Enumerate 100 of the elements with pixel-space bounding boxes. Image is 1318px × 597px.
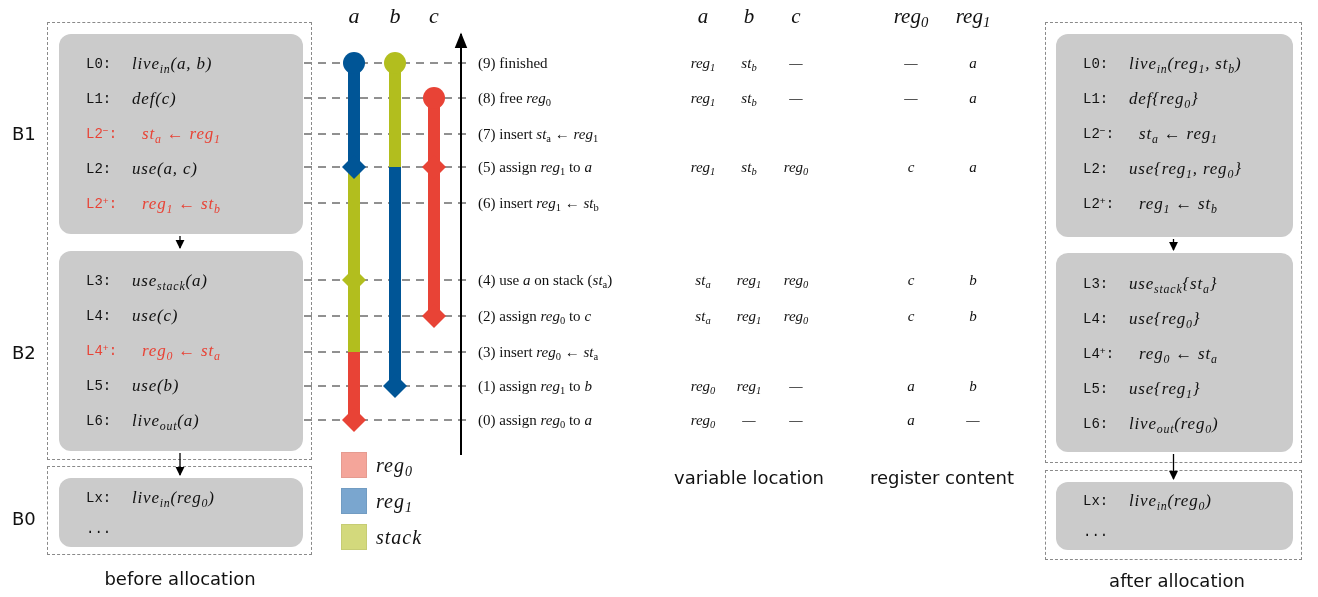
table-cell: st$_{a}$ [695, 307, 711, 325]
table-cell: a [907, 411, 915, 429]
table-cell: — [789, 54, 803, 72]
event-label: (9) finished [478, 54, 548, 72]
table-cell: reg$_{0}$ [690, 411, 716, 429]
table-cell: reg$_{1}$ [736, 377, 762, 395]
code-expression: def(c) [132, 88, 177, 109]
code-expression: live$_{in}$(reg$_{0}$) [1129, 490, 1212, 511]
table-cell: reg$_{0}$ [783, 158, 809, 176]
line-label: L4: [86, 307, 112, 324]
code-expression: live$_{out}$(reg$_{0}$) [1129, 413, 1219, 434]
code-expression: use$_{stack}${st$_{a}$} [1129, 273, 1218, 294]
column-header: b [389, 3, 401, 29]
table-cell: reg$_{1}$ [736, 271, 762, 289]
code-expression: reg$_{1}$ ← st$_{b}$ [1139, 193, 1218, 214]
table-cell: reg$_{1}$ [736, 307, 762, 325]
line-label: L2$^{−}$: [1083, 125, 1115, 142]
code-expression: def{reg$_{0}$} [1129, 88, 1199, 109]
code-block [59, 251, 303, 451]
table-cell: — [904, 54, 918, 72]
table-cell: a [969, 158, 977, 176]
table-cell: b [969, 307, 977, 325]
line-label: L4$^{+}$: [1083, 345, 1115, 362]
dashed-group-frame [47, 466, 312, 555]
block-label: B1 [12, 122, 36, 144]
line-label: ... [86, 520, 112, 537]
code-expression: use{reg$_{1}$} [1129, 378, 1201, 399]
table-cell: — [742, 411, 756, 429]
table-cell: — [789, 411, 803, 429]
line-label: L5: [1083, 380, 1109, 397]
table-cell: reg$_{1}$ [690, 54, 716, 72]
line-label: L4$^{+}$: [86, 342, 118, 359]
line-label: L5: [86, 377, 112, 394]
code-expression: live$_{in}$(a, b) [132, 53, 213, 74]
line-label: L2: [86, 160, 112, 177]
arrow [1168, 453, 1179, 480]
code-expression: use{reg$_{1}$, reg$_{0}$} [1129, 158, 1242, 179]
event-label: (7) insert st$_{a}$ ← reg$_{1}$ [478, 125, 599, 143]
column-header: c [791, 3, 801, 29]
code-expression: live$_{in}$(reg$_{0}$) [132, 487, 215, 508]
table-cell: reg$_{0}$ [783, 307, 809, 325]
line-label: L2$^{+}$: [1083, 195, 1115, 212]
code-expression: live$_{out}$(a) [132, 410, 200, 431]
panel-caption: after allocation [1109, 569, 1245, 591]
arrow [1168, 238, 1179, 251]
line-label: L4: [1083, 310, 1109, 327]
column-header: reg$_{1}$ [955, 3, 991, 29]
table-cell: c [907, 307, 915, 325]
line-label: ... [1083, 523, 1109, 540]
dashed-group-frame [1045, 22, 1302, 463]
block-label: B2 [12, 341, 36, 363]
code-expression: use(c) [132, 305, 179, 326]
line-label: L0: [1083, 55, 1109, 72]
code-block [59, 478, 303, 547]
line-label: L0: [86, 55, 112, 72]
line-label: L6: [1083, 415, 1109, 432]
table-cell: reg$_{0}$ [690, 377, 716, 395]
column-header: c [429, 3, 439, 29]
table-cell: b [969, 377, 977, 395]
panel-caption: before allocation [104, 567, 256, 589]
column-header: b [743, 3, 755, 29]
table-cell: reg$_{0}$ [783, 271, 809, 289]
table-cell: — [966, 411, 980, 429]
event-label: (0) assign reg$_{0}$ to a [478, 411, 592, 429]
table-cell: st$_{a}$ [695, 271, 711, 289]
line-label: Lx: [86, 489, 112, 506]
table-cell: a [907, 377, 915, 395]
table-cell: c [907, 271, 915, 289]
line-label: L3: [86, 272, 112, 289]
column-header: a [348, 3, 360, 29]
column-header: reg$_{0}$ [893, 3, 929, 29]
code-expression: use(b) [132, 375, 180, 396]
line-label: L2$^{−}$: [86, 125, 118, 142]
table-cell: c [907, 158, 915, 176]
dashed-group-frame [1045, 470, 1302, 560]
line-label: L6: [86, 412, 112, 429]
code-expression: use(a, c) [132, 158, 198, 179]
dashed-group-frame [47, 22, 312, 460]
column-header: a [697, 3, 709, 29]
table-cell: reg$_{1}$ [690, 158, 716, 176]
line-label: L1: [86, 90, 112, 107]
table-cell: st$_{b}$ [741, 158, 757, 176]
table-cell: st$_{b}$ [741, 89, 757, 107]
table-caption: register content [869, 466, 1015, 488]
code-block [1056, 34, 1293, 237]
code-block [1056, 253, 1293, 452]
event-label: (5) assign reg$_{1}$ to a [478, 158, 592, 176]
block-label: B0 [12, 507, 36, 529]
table-cell: — [904, 89, 918, 107]
event-label: (8) free reg$_{0}$ [478, 89, 551, 107]
code-expression: st$_{a}$ ← reg$_{1}$ [142, 123, 221, 144]
code-block [59, 34, 303, 234]
code-expression: use{reg$_{0}$} [1129, 308, 1201, 329]
table-cell: b [969, 271, 977, 289]
line-label: L2: [1083, 160, 1109, 177]
code-block [1056, 482, 1293, 550]
table-cell: — [789, 89, 803, 107]
event-label: (2) assign reg$_{0}$ to c [478, 307, 592, 325]
event-label: (1) assign reg$_{1}$ to b [478, 377, 592, 395]
table-cell: st$_{b}$ [741, 54, 757, 72]
